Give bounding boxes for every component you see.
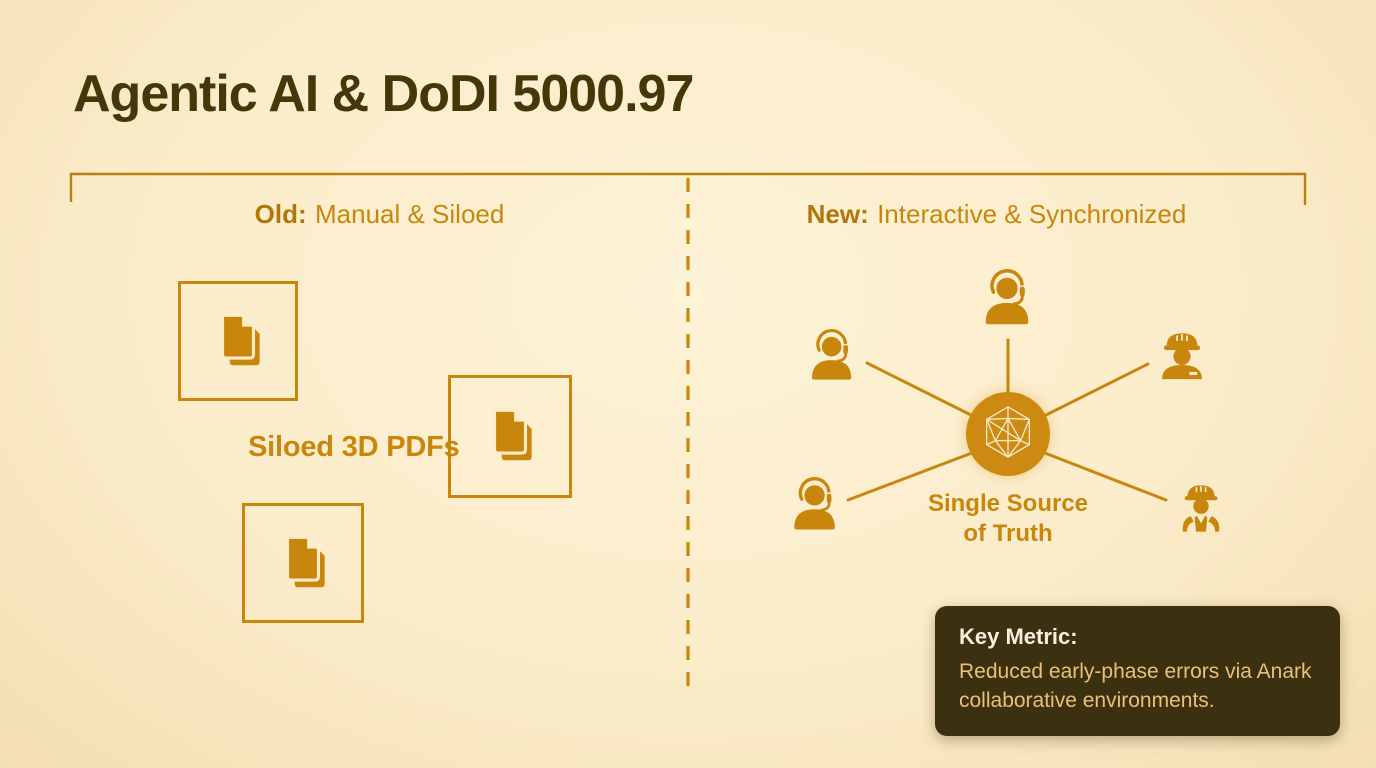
- old-section-heading: Old:Manual & Siloed: [71, 199, 688, 230]
- hub-label: Single Source of Truth: [858, 489, 1158, 549]
- key-metric-label: Key Metric:: [959, 624, 1078, 649]
- hub-label-line2: of Truth: [963, 520, 1053, 547]
- support-agent-headset-icon: [977, 266, 1039, 332]
- support-agent-headset-icon: [786, 474, 845, 537]
- key-metric-description: Reduced early-phase errors via Anark col…: [959, 660, 1312, 712]
- page-title: Agentic AI & DoDI 5000.97: [73, 65, 694, 123]
- polyhedron-wireframe-icon: [977, 401, 1039, 468]
- old-heading-rest: Manual & Siloed: [314, 199, 505, 229]
- document-stack-icon: [270, 528, 336, 599]
- engineer-hard-hat-icon: [1153, 325, 1211, 386]
- key-metric-card: Key Metric: Reduced early-phase errors v…: [935, 606, 1340, 736]
- siloed-pdf-box-2: [448, 375, 572, 498]
- document-stack-icon: [477, 401, 543, 472]
- siloed-pdf-box-1: [178, 281, 298, 401]
- single-source-hub: [966, 392, 1050, 476]
- hub-label-line1: Single Source: [927, 490, 1089, 517]
- support-agent-headset-icon: [804, 326, 861, 387]
- new-heading-prefix: New:: [806, 199, 869, 229]
- old-heading-prefix: Old:: [254, 199, 307, 229]
- siloed-pdf-box-3: [242, 503, 364, 623]
- new-heading-rest: Interactive & Synchronized: [877, 199, 1187, 229]
- worker-hard-hat-vest-icon: [1172, 476, 1230, 540]
- document-stack-icon: [205, 306, 271, 377]
- siloed-pdfs-caption: Siloed 3D PDFs: [248, 431, 460, 463]
- new-section-heading: New: Interactive & Synchronized: [688, 199, 1305, 230]
